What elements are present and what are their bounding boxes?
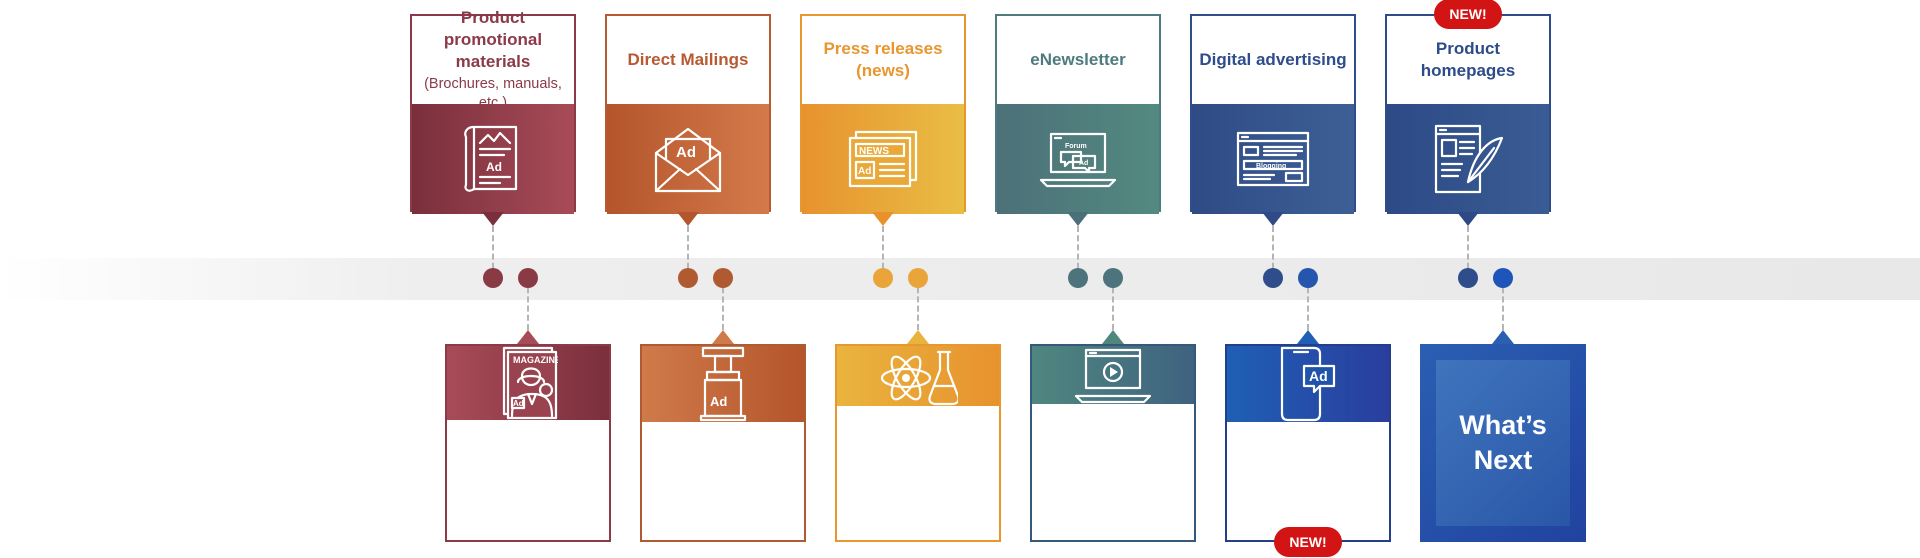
channel-title: Product promotional materials [443, 8, 543, 71]
timeline-dot [1458, 268, 1478, 288]
channel-title: Direct Mailings [627, 50, 749, 69]
card-pointer [1297, 330, 1319, 344]
card-pointer [482, 212, 504, 226]
top-channel-card: Product homepages [1385, 14, 1551, 214]
booth-stand-icon: Ad [699, 346, 747, 422]
channel-title: eNewsletter [1030, 50, 1126, 69]
connector-line [1077, 226, 1079, 278]
channel-illustration: MAGAZINE Ad [447, 346, 609, 420]
whats-next-panel: What’s Next [1436, 360, 1570, 526]
connector-line [882, 226, 884, 278]
svg-text:Ad: Ad [1309, 368, 1328, 384]
connector-line [1502, 278, 1504, 330]
channel-title: Press releases (news) [823, 39, 943, 80]
svg-text:MAGAZINE: MAGAZINE [513, 355, 558, 365]
brochure-icon: Ad [464, 125, 518, 192]
timeline-dot [1103, 268, 1123, 288]
card-pointer [1492, 330, 1514, 344]
whats-next-card: What’s Next [1420, 344, 1586, 542]
connector-line [722, 278, 724, 330]
envelope-ad-icon: Ad [654, 127, 722, 193]
card-pointer [712, 330, 734, 344]
svg-text:Ad: Ad [858, 166, 871, 177]
smartphone-ad-icon: Ad [1280, 346, 1336, 422]
connector-line [1307, 278, 1309, 330]
svg-text:Forum: Forum [1065, 143, 1087, 150]
timeline-dot [1068, 268, 1088, 288]
bottom-channel-card: AudiobooksAd [1225, 344, 1391, 542]
connector-line [1272, 226, 1274, 278]
svg-text:Ad: Ad [486, 160, 502, 174]
channel-illustration: Ad [1227, 346, 1389, 422]
channel-title: Product homepages [1420, 39, 1516, 80]
channel-label: Product homepages [1387, 16, 1549, 104]
channel-illustration [1032, 346, 1194, 404]
connector-line [1467, 226, 1469, 278]
top-channel-card: Press releases (news) NEWS Ad [800, 14, 966, 214]
channel-illustration [1387, 104, 1549, 214]
timeline-band [0, 258, 1920, 300]
whats-next-title: What’s Next [1459, 410, 1547, 475]
connector-line [917, 278, 919, 330]
channel-label: Digital advertising [1192, 16, 1354, 104]
timeline-dot [1298, 268, 1318, 288]
channel-label: Direct Mailings [607, 16, 769, 104]
new-badge: NEW! [1434, 0, 1502, 29]
svg-text:Ad: Ad [676, 144, 696, 161]
channel-illustration: Ad [412, 104, 574, 214]
new-badge: NEW! [1274, 527, 1342, 557]
card-pointer [1457, 212, 1479, 226]
channel-label: Product promotional materials(Brochures,… [412, 8, 574, 111]
channel-illustration: Ad [607, 104, 769, 214]
timeline-dot [678, 268, 698, 288]
timeline-dot [713, 268, 733, 288]
card-pointer [872, 212, 894, 226]
bottom-channel-card: Video materials [1030, 344, 1196, 542]
card-pointer [517, 330, 539, 344]
svg-text:Ad: Ad [710, 394, 727, 409]
channel-illustration: Blogging [1192, 104, 1354, 214]
bottom-channel-card: Seminar [835, 344, 1001, 542]
channel-title: Digital advertising [1199, 50, 1347, 69]
channel-illustration: Ad [642, 346, 804, 422]
channel-illustration: NEWS Ad [802, 104, 964, 214]
timeline-dot [908, 268, 928, 288]
timeline-dot [873, 268, 893, 288]
top-channel-card: Product promotional materials(Brochures,… [410, 8, 576, 214]
webpage-quill-icon [1434, 124, 1504, 194]
card-pointer [1102, 330, 1124, 344]
card-pointer [1067, 212, 1089, 226]
timeline-dot [1263, 268, 1283, 288]
browser-blogging-icon: Blogging [1236, 131, 1310, 187]
newspaper-icon: NEWS Ad [848, 130, 918, 188]
channel-label: eNewsletter [997, 16, 1159, 104]
channel-illustration [837, 346, 999, 406]
magazine-icon: MAGAZINE Ad [502, 346, 558, 420]
connector-line [527, 278, 529, 330]
svg-text:NEWS: NEWS [859, 146, 889, 157]
svg-text:Ad: Ad [513, 399, 524, 408]
svg-text:Blogging: Blogging [1256, 163, 1286, 170]
connector-line [687, 226, 689, 278]
card-pointer [677, 212, 699, 226]
connector-line [1112, 278, 1114, 330]
science-seminar-icon [880, 350, 958, 406]
connector-line [492, 226, 494, 278]
timeline-dot [483, 268, 503, 288]
svg-text:Ad: Ad [1079, 160, 1088, 167]
timeline-dot [518, 268, 538, 288]
card-pointer [1262, 212, 1284, 226]
bottom-channel-card: Offline advertising(Paper advertisement)… [445, 344, 611, 542]
bottom-channel-card: Booth AdvertisingAd [640, 344, 806, 542]
card-pointer [907, 330, 929, 344]
channel-label: Press releases (news) [802, 16, 964, 104]
timeline-dot [1493, 268, 1513, 288]
laptop-video-icon [1074, 348, 1152, 404]
